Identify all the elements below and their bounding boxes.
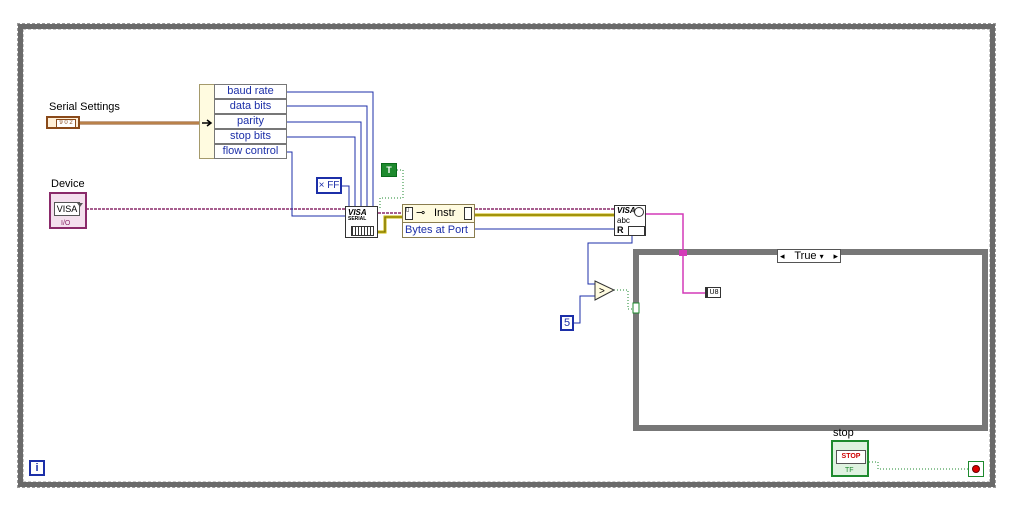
io-text: I/O — [61, 220, 71, 227]
constant-5-wire[interactable] — [573, 295, 596, 324]
property-bytes-at-port[interactable]: Bytes at Port — [403, 223, 474, 237]
bytes-to-compare-wire[interactable] — [587, 228, 633, 285]
stop-button-icon: STOP — [836, 450, 866, 464]
property-class-label: Instr — [434, 207, 456, 219]
unbundle-arrow-icon — [202, 119, 213, 127]
case-dropdown-icon[interactable]: ▾ — [819, 252, 824, 261]
greater-than-node[interactable]: > — [593, 280, 617, 302]
read-string-wire[interactable] — [646, 213, 705, 294]
compare-symbol: > — [599, 286, 605, 297]
loop-condition-terminal[interactable] — [968, 461, 984, 477]
dropdown-arrow-icon — [77, 203, 83, 207]
read-buffer-icon — [628, 226, 645, 236]
stop-button-terminal[interactable]: STOP TF — [831, 440, 869, 477]
configure-serial-text: SERIAL — [348, 216, 367, 222]
visa-configure-serial-node[interactable]: VISA SERIAL — [345, 206, 378, 238]
visa-property-node[interactable]: ▯ ⊸ Instr Bytes at Port — [402, 204, 475, 238]
data-bits-wire[interactable] — [287, 105, 368, 212]
key-icon: ⊸ — [416, 207, 426, 219]
reference-in-icon: ▯ — [405, 207, 413, 220]
termchar-constant[interactable]: × FF — [316, 177, 342, 194]
unbundle-item-baud-rate[interactable]: baud rate — [214, 84, 287, 99]
serial-port-icon — [351, 226, 374, 236]
case-next-icon[interactable]: ▸ — [833, 251, 838, 261]
case-selector[interactable]: ◂ True ▾ ▸ — [777, 249, 841, 263]
unbundle-item-parity[interactable]: parity — [214, 114, 287, 129]
compare-out-wire[interactable] — [614, 289, 635, 310]
device-label: Device — [51, 178, 85, 190]
u8-indicator-text: U8 — [709, 289, 719, 296]
case-structure-inner — [639, 255, 982, 425]
unbundle-item-flow-control[interactable]: flow control — [214, 144, 287, 159]
configure-visa-text: VISA — [348, 208, 367, 217]
enable-termchar-constant[interactable]: T — [381, 163, 397, 177]
u8-indicator[interactable]: U8 — [705, 287, 721, 298]
read-visa-text: VISA — [617, 206, 636, 215]
error-wire-1[interactable] — [378, 215, 402, 234]
unbundle-item-stop-bits[interactable]: stop bits — [214, 129, 287, 144]
serial-settings-terminal[interactable]: 9 0 2 — [46, 116, 80, 129]
while-loop-inner — [23, 29, 990, 482]
read-abc-text: abc — [617, 216, 630, 225]
stop-bits-wire[interactable] — [287, 136, 356, 212]
visa-resource-icon: VISA — [54, 202, 80, 216]
stop-wire[interactable] — [866, 461, 970, 470]
stop-if-true-icon — [972, 465, 980, 473]
baud-rate-wire[interactable] — [287, 91, 374, 212]
read-clock-icon — [634, 207, 644, 217]
case-selector-value: True — [794, 250, 817, 262]
serial-settings-label: Serial Settings — [49, 101, 120, 113]
enable-termchar-wire[interactable] — [379, 169, 404, 208]
termchar-wire[interactable] — [341, 185, 350, 212]
stop-label: stop — [833, 427, 854, 439]
reference-out-icon — [464, 207, 472, 220]
constant-five[interactable]: 5 — [560, 315, 574, 331]
read-r-text: R — [617, 225, 624, 235]
visa-read-node[interactable]: VISA abc R — [614, 205, 646, 236]
flow-control-wire[interactable] — [287, 151, 346, 217]
case-prev-icon[interactable]: ◂ — [780, 251, 785, 261]
cluster-icon: 9 0 2 — [56, 119, 76, 128]
iteration-terminal[interactable]: i — [29, 460, 45, 476]
while-loop-frame[interactable] — [17, 23, 996, 488]
device-terminal[interactable]: VISA I/O — [49, 192, 87, 229]
case-selector-terminal[interactable] — [632, 302, 640, 314]
case-input-tunnel[interactable] — [679, 250, 687, 256]
parity-wire[interactable] — [287, 121, 362, 212]
tf-text: TF — [845, 467, 854, 474]
unbundle-item-data-bits[interactable]: data bits — [214, 99, 287, 114]
